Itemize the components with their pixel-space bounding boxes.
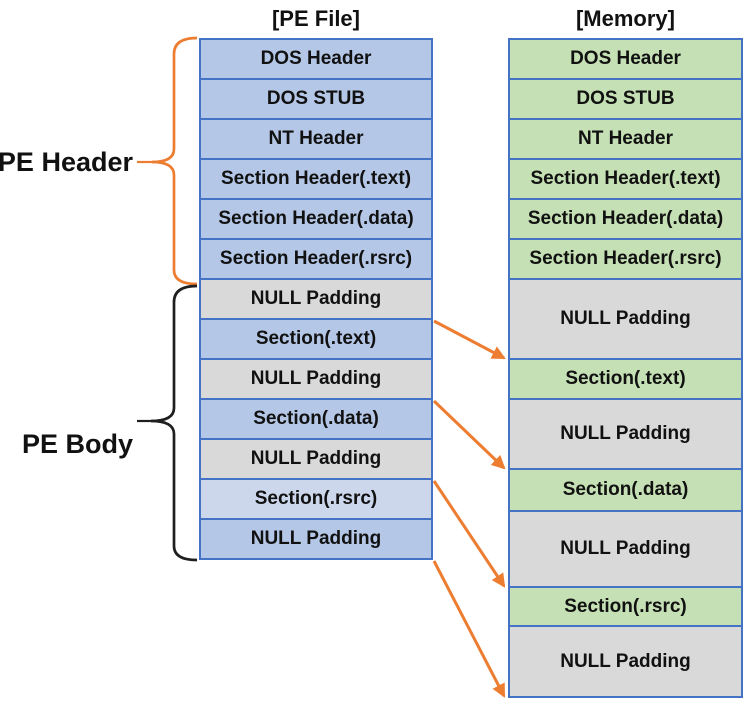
memory-row: Section(.data): [508, 468, 743, 512]
file-row: Section(.text): [199, 318, 433, 360]
memory-row-label: Section(.data): [562, 479, 689, 500]
memory-row: Section(.text): [508, 358, 743, 400]
file-row: Section Header(.rsrc): [199, 238, 433, 280]
file-row-label: DOS Header: [260, 48, 372, 69]
memory-row: NT Header: [508, 118, 743, 160]
file-row: DOS STUB: [199, 78, 433, 120]
file-row: Section Header(.data): [199, 198, 433, 240]
file-row-label: Section(.data): [253, 408, 379, 429]
file-row: NT Header: [199, 118, 433, 160]
memory-row: DOS Header: [508, 38, 743, 80]
pe-header-label: PE Header: [0, 147, 133, 177]
file-row: NULL Padding: [199, 278, 433, 320]
file-row-label: DOS STUB: [266, 88, 366, 109]
mapping-arrow: [433, 319, 506, 360]
pe-header-brace: [151, 36, 198, 286]
file-row-label: Section(.text): [255, 328, 377, 349]
memory-row-label: Section Header(.rsrc): [529, 248, 722, 269]
mapping-arrows: [432, 319, 506, 698]
file-row: DOS Header: [199, 38, 433, 80]
pe-body-brace: [150, 284, 198, 562]
file-row: Section(.data): [199, 398, 433, 440]
file-row: Section(.rsrc): [199, 478, 433, 520]
memory-row: NULL Padding: [508, 278, 743, 360]
file-row-label: NT Header: [268, 128, 364, 149]
file-row-label: NULL Padding: [250, 368, 382, 389]
memory-row-label: NULL Padding: [560, 308, 691, 329]
memory-row-label: Section(.text): [565, 368, 686, 389]
mapping-arrow: [432, 560, 506, 698]
file-row-label: NULL Padding: [250, 448, 382, 469]
file-row-label: Section Header(.rsrc): [219, 248, 413, 269]
file-row-label: NULL Padding: [250, 288, 382, 309]
file-row: NULL Padding: [199, 438, 433, 480]
file-row: Section Header(.text): [199, 158, 433, 200]
memory-row-label: Section Header(.data): [527, 208, 724, 229]
file-row: NULL Padding: [199, 358, 433, 400]
memory-row-label: NULL Padding: [560, 423, 691, 444]
memory-row-label: NT Header: [577, 128, 674, 149]
memory-row: NULL Padding: [508, 398, 743, 470]
memory-row: NULL Padding: [508, 625, 743, 698]
file-row-label: NULL Padding: [250, 528, 382, 549]
file-row-label: Section Header(.text): [220, 168, 412, 189]
memory-row: Section Header(.text): [508, 158, 743, 200]
memory-row-label: DOS Header: [570, 48, 681, 69]
memory-row-label: Section Header(.text): [530, 168, 721, 189]
memory-row-label: NULL Padding: [560, 650, 691, 672]
memory-row-label: Section(.rsrc): [564, 595, 687, 617]
file-row-label: Section Header(.data): [218, 208, 414, 229]
file-row: NULL Padding: [199, 518, 433, 560]
mapping-arrow: [432, 399, 506, 470]
pe-body-label: PE Body: [21, 429, 133, 459]
memory-row: Section(.rsrc): [508, 586, 743, 627]
memory-row: DOS STUB: [508, 78, 743, 120]
memory-row: Section Header(.rsrc): [508, 238, 743, 280]
memory-row: NULL Padding: [508, 510, 743, 588]
memory-column-title: [Memory]: [575, 6, 675, 31]
memory-row-label: NULL Padding: [560, 538, 691, 559]
memory-row-label: DOS STUB: [576, 88, 675, 109]
file-row-label: Section(.rsrc): [254, 488, 378, 509]
memory-row: Section Header(.data): [508, 198, 743, 240]
file-column-title: [PE File]: [271, 6, 360, 31]
mapping-arrow: [432, 480, 506, 588]
